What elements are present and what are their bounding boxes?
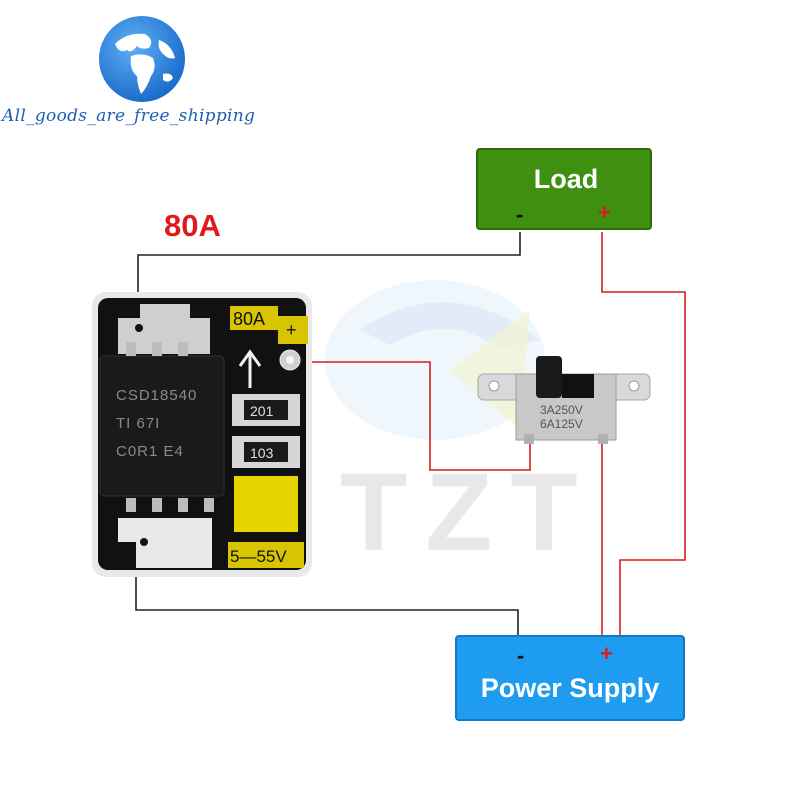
load-label: Load (533, 164, 599, 194)
globe-logo-icon (99, 16, 185, 102)
resistor-2-marking: 103 (250, 445, 274, 461)
current-rating-label: 80A (164, 208, 221, 243)
power-minus: - (517, 643, 525, 668)
voltage-range-label: 5—55V (230, 547, 287, 566)
silkscreen-rating: 80A (233, 309, 265, 329)
yellow-pad (234, 476, 298, 532)
load-minus: - (516, 202, 524, 227)
wire-module-to-switch (290, 361, 531, 471)
resistor-1-marking: 201 (250, 403, 274, 419)
power-plus: + (600, 641, 613, 666)
load-plus: + (598, 200, 611, 225)
power-supply-label: Power Supply (480, 673, 660, 703)
arrow-up-icon (238, 349, 262, 388)
switch-knob[interactable] (536, 356, 562, 398)
watermark-text: TZT (340, 451, 580, 560)
power-supply-box: - + Power Supply (455, 635, 685, 721)
load-box: Load - + (476, 148, 652, 230)
slide-switch: 3A250V 6A125V (477, 356, 651, 444)
switch-rating-1: 3A250V (540, 403, 583, 417)
switch-rating-2: 6A125V (540, 417, 583, 431)
chip-marking-1: CSD18540 (116, 387, 197, 404)
mosfet-module: CSD18540 TI 67I C0R1 E4 80A + 201 103 5—… (92, 292, 312, 577)
chip-marking-3: C0R1 E4 (116, 443, 184, 460)
logo-caption: All_goods_are_free_shipping (2, 106, 256, 126)
wire-load-positive (601, 232, 686, 640)
chip-marking-2: TI 67I (116, 415, 160, 432)
plus-pad-label: + (286, 320, 297, 340)
